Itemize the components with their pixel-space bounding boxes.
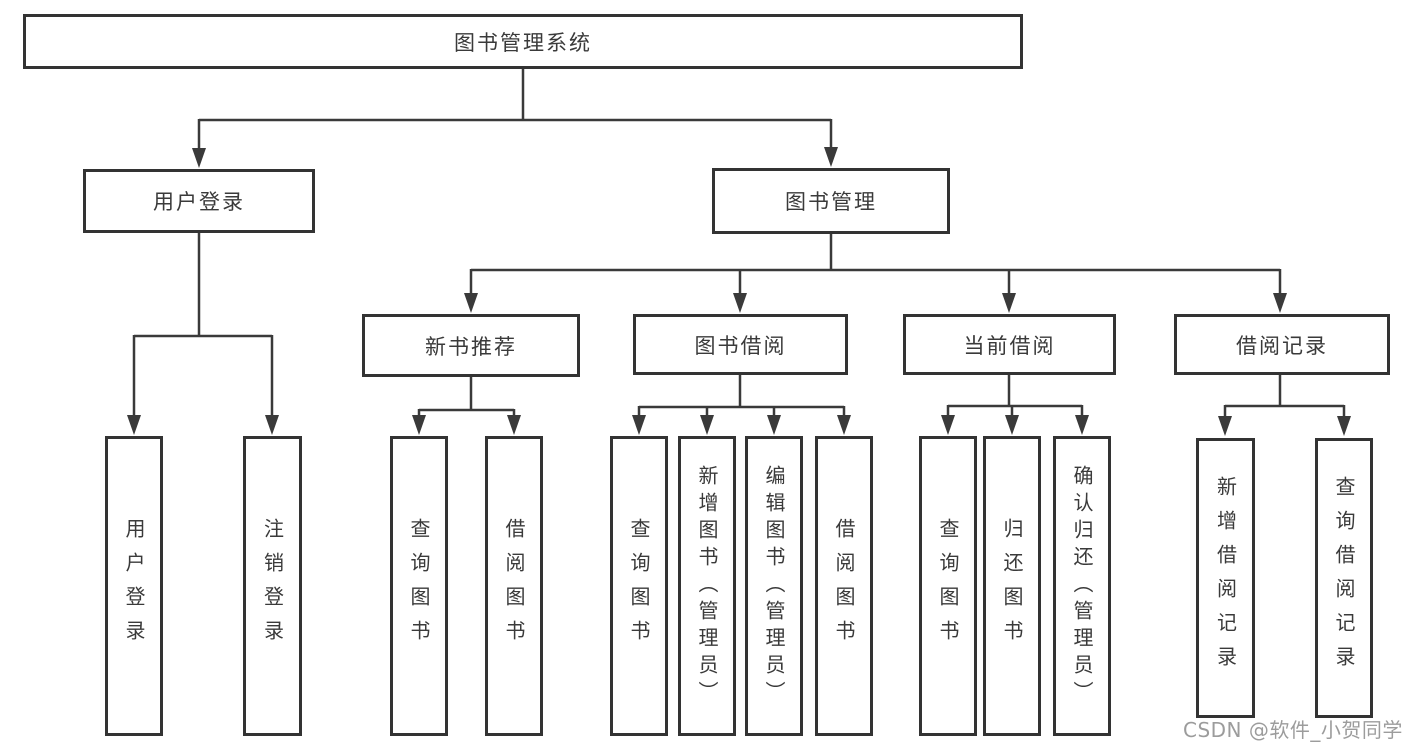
node-new-book-recommend: 新书推荐 (362, 314, 580, 377)
leaf-confirm-return-admin: 确认归还（管理员） (1053, 436, 1111, 736)
leaf-query-books-recommend: 查询图书 (390, 436, 448, 736)
leaf-return-books: 归还图书 (983, 436, 1041, 736)
node-library-management-system: 图书管理系统 (23, 14, 1023, 69)
node-book-borrowing: 图书借阅 (633, 314, 848, 375)
node-borrowing-records: 借阅记录 (1174, 314, 1390, 375)
leaf-add-borrow-record: 新增借阅记录 (1196, 438, 1255, 718)
leaf-add-books-admin: 新增图书（管理员） (678, 436, 736, 736)
node-current-borrowing: 当前借阅 (903, 314, 1116, 375)
node-book-management: 图书管理 (712, 168, 950, 234)
leaf-user-login: 用户登录 (105, 436, 163, 736)
arrowheads (127, 147, 1351, 436)
leaf-borrow-books-borrowing: 借阅图书 (815, 436, 873, 736)
node-user-login: 用户登录 (83, 169, 315, 233)
leaf-query-books-current: 查询图书 (919, 436, 977, 736)
watermark-text: CSDN @软件_小贺同学 (1183, 718, 1403, 742)
leaf-query-borrow-record: 查询借阅记录 (1315, 438, 1373, 718)
leaf-borrow-books-recommend: 借阅图书 (485, 436, 543, 736)
leaf-edit-books-admin: 编辑图书（管理员） (745, 436, 803, 736)
leaf-query-books-borrowing: 查询图书 (610, 436, 668, 736)
leaf-logout: 注销登录 (243, 436, 302, 736)
